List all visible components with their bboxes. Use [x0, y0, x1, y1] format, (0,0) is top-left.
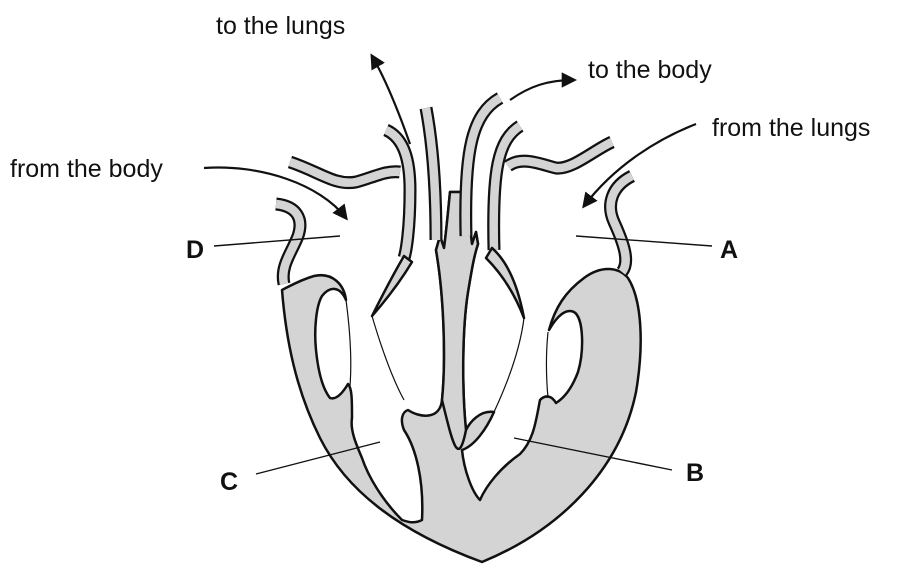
label-from-the-lungs: from the lungs	[712, 114, 870, 142]
chordae-left-inner	[346, 300, 351, 386]
label-to-the-lungs: to the lungs	[216, 12, 345, 40]
label-from-the-body: from the body	[10, 155, 163, 183]
chordae-left-outer	[372, 316, 404, 400]
leader-d	[214, 236, 340, 246]
label-chamber-c: C	[220, 468, 238, 496]
arrow-from-lungs	[584, 124, 696, 206]
leader-a	[576, 236, 712, 246]
left-av-valve-flap	[372, 256, 412, 316]
arrow-to-body	[510, 80, 574, 100]
label-to-the-body: to the body	[588, 56, 712, 84]
right-av-valve-flap	[486, 248, 524, 318]
chordae-right-outer	[547, 332, 549, 398]
label-chamber-a: A	[720, 236, 738, 264]
label-chamber-d: D	[186, 236, 204, 264]
chordae-right-inner	[494, 318, 524, 412]
label-chamber-b: B	[686, 459, 704, 487]
